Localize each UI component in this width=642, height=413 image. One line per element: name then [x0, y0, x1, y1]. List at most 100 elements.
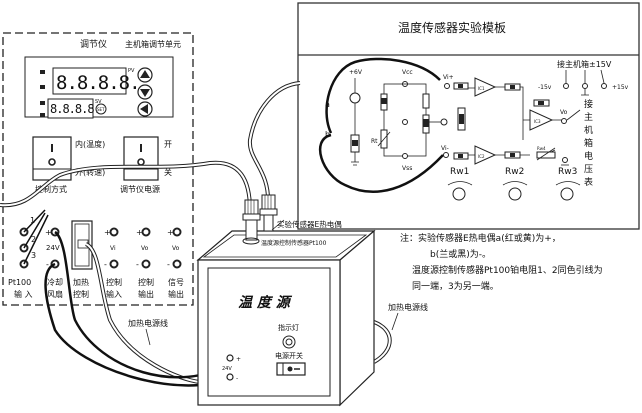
svg-text:接: 接: [584, 98, 593, 110]
svg-text:Vo: Vo: [141, 245, 149, 252]
power-switch-label: 电源开关: [275, 351, 303, 360]
svg-text:Vss: Vss: [402, 165, 412, 172]
signal-output-plus[interactable]: [172, 227, 182, 237]
rw3-knob[interactable]: Rw3: [555, 167, 581, 201]
heater-control-socket[interactable]: [71, 220, 93, 270]
svg-text:-: -: [46, 260, 49, 269]
thermocouple-connector[interactable]: [259, 194, 278, 232]
control-input-plus[interactable]: [109, 227, 119, 237]
svg-text:箱: 箱: [584, 137, 593, 149]
notes: 注：实验传感器E热电偶a(红或黄)为+， b(兰或黑)为-。 温度源控制传感器P…: [400, 232, 603, 292]
svg-text:Rw2: Rw2: [505, 167, 524, 177]
temperature-source-power-switch[interactable]: [276, 362, 306, 376]
control-mode-caption: 控制方式: [35, 184, 67, 194]
signal-output-terminals: + Vo -: [167, 227, 182, 269]
control-input-minus[interactable]: [109, 259, 119, 269]
note-line-4: 同一端，3为另一端。: [412, 280, 499, 292]
pv-label: PV: [128, 68, 135, 74]
temperature-source-front: [197, 259, 341, 406]
svg-text:-: -: [104, 260, 107, 269]
set-button[interactable]: SET: [95, 103, 107, 115]
thermocouple-label: 实验传感器E热电偶: [277, 219, 342, 229]
vi-plus-terminal[interactable]: [444, 83, 450, 89]
svg-text:IC2: IC2: [478, 154, 485, 159]
svg-text:Rw1: Rw1: [450, 167, 469, 177]
source-plus-terminal[interactable]: [226, 354, 234, 362]
svg-text:-: -: [236, 375, 238, 382]
control-output-minus[interactable]: [141, 259, 151, 269]
svg-text:Vo: Vo: [560, 109, 568, 116]
pt100-connector[interactable]: [242, 199, 261, 245]
heater-cable-label-right: 加热电源线: [388, 302, 428, 312]
svg-text:-: -: [136, 260, 139, 269]
control-output-plus[interactable]: [141, 227, 151, 237]
fan-voltage-label: 24V: [46, 244, 60, 252]
svg-text:冷却: 冷却: [47, 277, 63, 287]
svg-text:输出: 输出: [168, 289, 184, 299]
svg-text:+6V: +6V: [349, 69, 363, 76]
svg-text:控制: 控制: [138, 277, 154, 287]
vo-terminal[interactable]: [561, 118, 567, 124]
up-arrow-button[interactable]: [137, 67, 153, 83]
heater-cable-label-left: 加热电源线: [128, 318, 168, 328]
power-off-label: 关: [164, 167, 172, 177]
triangle-left-icon: [140, 104, 148, 114]
svg-text:Rw3: Rw3: [558, 167, 577, 177]
rw1-knob[interactable]: Rw1: [447, 167, 473, 201]
svg-text:+: +: [236, 356, 241, 363]
svg-text:输出: 输出: [138, 289, 154, 299]
sv-display-value: 8.8.8.8.: [50, 102, 100, 116]
svg-text:+: +: [45, 228, 52, 237]
down-arrow-button[interactable]: [137, 84, 153, 100]
voltmeter-label: 接 主 机 箱 电 压 表: [584, 98, 593, 188]
svg-text:Vi+: Vi+: [443, 74, 454, 81]
sensor-board: 温度传感器实验模板 接主机箱±15V -15v +15v a b +6V Vcc…: [297, 2, 640, 230]
svg-text:Rt: Rt: [371, 138, 378, 145]
svg-text:-15v: -15v: [538, 84, 552, 91]
svg-text:Vi-: Vi-: [441, 145, 449, 152]
terminal-bottom-labels: Pt100 输 入 冷却 风扇 加热 控制 控制 输入 控制 输出 信号 输出: [8, 277, 184, 299]
temperature-source: 温 度 源 指示灯 电源开关 + 24V - 实: [196, 194, 376, 407]
note-line-1: 注：实验传感器E热电偶a(红或黄)为+，: [400, 232, 561, 244]
svg-text:24V: 24V: [222, 366, 232, 372]
svg-text:输入: 输入: [106, 289, 122, 299]
control-mode-on-label: 内(温度): [75, 139, 105, 149]
pt100-label: 温度源控制传感器Pt100: [261, 239, 327, 247]
svg-text:+: +: [167, 228, 174, 237]
vi-minus-terminal[interactable]: [443, 152, 449, 158]
pv-display: [52, 67, 127, 95]
svg-text:-: -: [167, 260, 170, 269]
pt100-number-1: 1: [30, 216, 35, 225]
left-arrow-button[interactable]: [137, 101, 153, 117]
neg15-terminal[interactable]: [563, 83, 569, 89]
power-on-label: 开: [164, 140, 172, 149]
svg-text:b: b: [325, 130, 330, 139]
control-input-terminals: + Vi -: [104, 227, 119, 269]
ground-terminal[interactable]: [582, 83, 588, 89]
led-indicator: [40, 85, 45, 89]
svg-text:信号: 信号: [168, 277, 184, 287]
svg-text:表: 表: [584, 176, 593, 188]
led-indicator: [40, 70, 45, 74]
source-minus-terminal[interactable]: [226, 373, 234, 381]
pt100-number-3: 3: [31, 251, 36, 260]
svg-text:+: +: [104, 228, 111, 237]
supply-label: 接主机箱±15V: [557, 59, 612, 69]
power-caption: 调节仪电源: [120, 184, 160, 194]
svg-text:风扇: 风扇: [47, 289, 63, 299]
svg-text:主: 主: [584, 111, 593, 123]
control-output-terminals: + Vo -: [136, 227, 151, 269]
wires: [0, 81, 392, 387]
controller-power-switch[interactable]: [123, 136, 159, 181]
signal-output-minus[interactable]: [172, 259, 182, 269]
svg-text:a: a: [325, 100, 330, 109]
pv-display-value: 8.8.8.8.: [56, 72, 140, 94]
triangle-up-icon: [140, 70, 150, 78]
led-indicator: [40, 113, 45, 117]
pos15-terminal[interactable]: [601, 83, 607, 89]
rw2-knob[interactable]: Rw2: [502, 167, 528, 201]
controller-unit: 调节仪 主机箱调节单元 8.8.8.8. PV 8.8.8.8. SV SET: [2, 32, 194, 306]
pt100-number-2: 2: [31, 235, 36, 244]
svg-text:Rw4: Rw4: [537, 146, 546, 151]
